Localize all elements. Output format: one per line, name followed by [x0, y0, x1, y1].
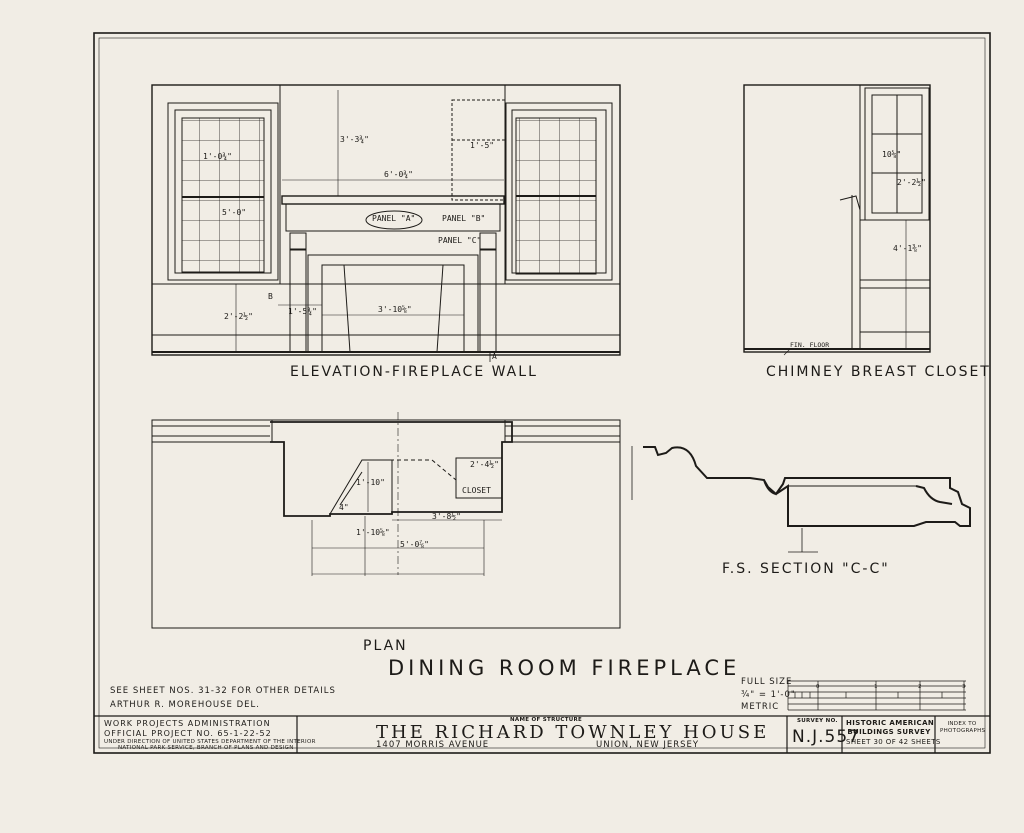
dim-firebox-opening: 3'-10⅝" — [378, 305, 412, 314]
dim-pier: 1'-5" — [470, 141, 495, 150]
scale-tick-2: 2 — [918, 684, 922, 690]
wpa-line-1: WORK PROJECTS ADMINISTRATION — [104, 719, 271, 728]
index-caption: INDEX TO PHOTOGRAPHS — [940, 721, 986, 734]
scale-metric: METRIC — [741, 702, 780, 712]
habs-line-1: HISTORIC AMERICAN — [846, 719, 935, 727]
sheet-count: SHEET 30 OF 42 SHEETS — [846, 738, 941, 746]
scale-tick-0: 0 — [816, 684, 820, 690]
dim-closet-door: 10⅝" — [882, 150, 902, 159]
delineator-note: ARTHUR R. MOREHOUSE DEL. — [110, 700, 260, 710]
graphic-scale — [787, 680, 966, 711]
dim-sash: 1'-0¾" — [203, 152, 232, 161]
dim-mantel-width: 6'-0¾" — [384, 170, 413, 179]
section-mark-b: B — [268, 292, 273, 301]
habs-line-2: BUILDINGS SURVEY — [847, 728, 931, 736]
scale-full-size: FULL SIZE — [741, 677, 793, 687]
dim-overmantel-height: 3'-3¾" — [340, 135, 369, 144]
plan-drawing — [151, 412, 621, 629]
see-sheet-note: SEE SHEET NOS. 31-32 FOR OTHER DETAILS — [110, 686, 336, 696]
dim-plan-hearth: 1'-10" — [356, 478, 385, 487]
section-drawing — [631, 446, 971, 553]
dim-closet-lower: 4'-1⅜" — [893, 244, 922, 253]
dim-closet-shelf: 2'-2½" — [897, 178, 926, 187]
scale-tick-3: 3 — [962, 684, 966, 690]
wpa-line-4: NATIONAL PARK SERVICE, BRANCH OF PLANS A… — [118, 745, 294, 751]
elevation-title: ELEVATION-FIREPLACE WALL — [290, 364, 538, 380]
survey-number: N.J.557 — [792, 727, 860, 747]
structure-location: UNION, NEW JERSEY — [596, 740, 700, 750]
inner-border — [98, 37, 986, 749]
survey-caption: SURVEY NO. — [797, 718, 838, 724]
panel-a-label: PANEL "A" — [372, 214, 416, 223]
dim-window-height: 5'-0" — [222, 208, 247, 217]
elevation-drawing — [151, 84, 621, 362]
wpa-line-3: UNDER DIRECTION OF UNITED STATES DEPARTM… — [104, 739, 316, 745]
outer-border — [93, 32, 991, 754]
structure-name: THE RICHARD TOWNLEY HOUSE — [376, 722, 770, 743]
structure-caption: NAME OF STRUCTURE — [510, 717, 583, 723]
panel-c-label: PANEL "C" — [438, 236, 482, 245]
closet-drawing — [743, 84, 931, 356]
structure-address: 1407 MORRIS AVENUE — [376, 740, 490, 750]
scale-tick-1: 1 — [874, 684, 878, 690]
fin-floor-label: FIN. FLOOR — [790, 341, 830, 349]
dim-base-height: 2'-2½" — [224, 312, 253, 321]
section-title: F.S. SECTION "C-C" — [722, 561, 890, 577]
main-title: DINING ROOM FIREPLACE — [388, 656, 741, 680]
wpa-line-2: OFFICIAL PROJECT NO. 65-1-22-52 — [104, 729, 272, 738]
dim-plan-closet: 2'-4½" — [470, 460, 499, 469]
scale-three-quarter: ¾" = 1'-0" — [741, 690, 796, 700]
dim-plan-depth: 1'-10⅝" — [356, 528, 390, 537]
plan-title: PLAN — [363, 638, 408, 654]
title-block — [94, 715, 990, 753]
closet-label: CLOSET — [462, 486, 491, 495]
panel-b-label: PANEL "B" — [442, 214, 486, 223]
dim-side: 1'-5¾" — [288, 307, 317, 316]
closet-title: CHIMNEY BREAST CLOSET — [766, 364, 991, 380]
dim-plan-small: 4" — [339, 503, 349, 512]
dim-plan-overall: 5'-0⅞" — [400, 540, 429, 549]
section-mark-a: A — [492, 352, 497, 361]
dim-plan-opening: 3'-8½" — [432, 512, 461, 521]
